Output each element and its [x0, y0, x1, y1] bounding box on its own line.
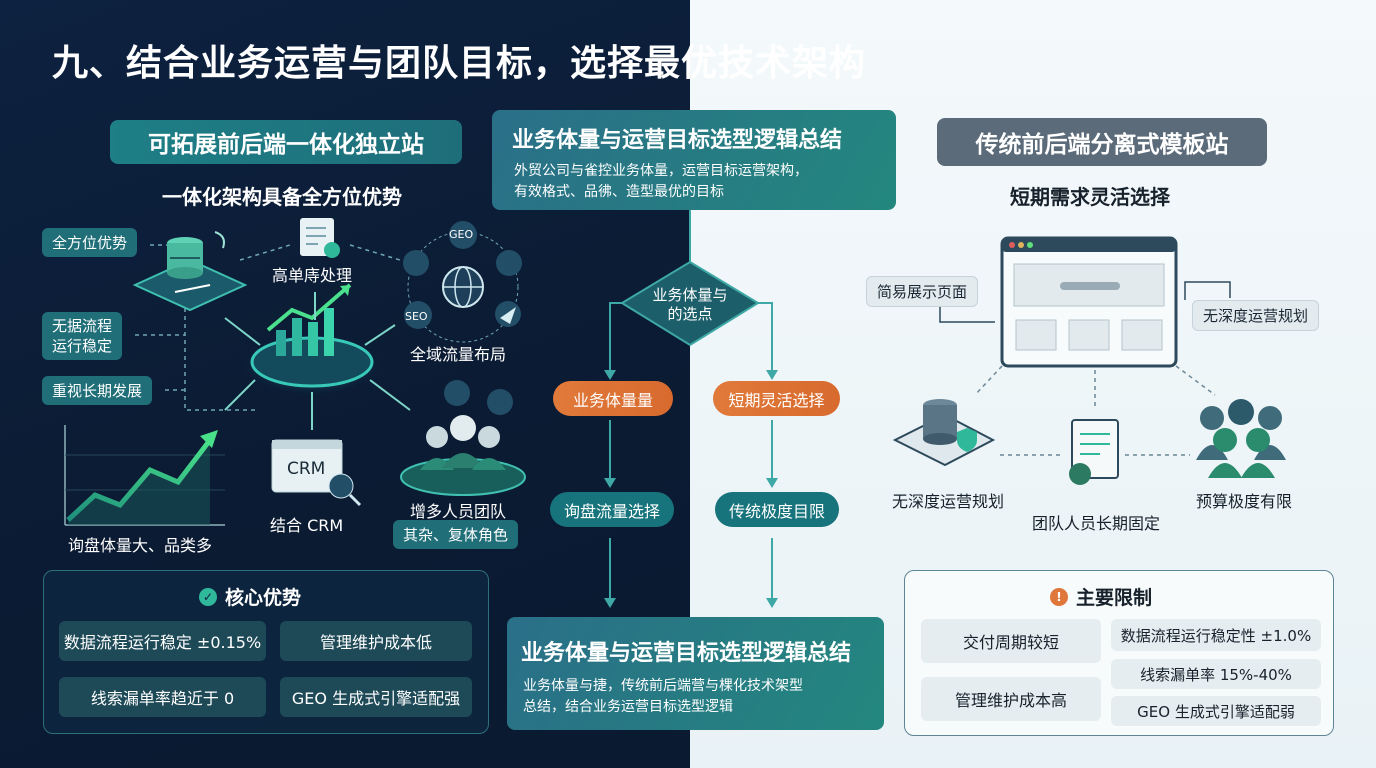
callout-no-plan: 无深度运营规划 [1192, 300, 1320, 331]
flow-arrows [609, 302, 773, 600]
check-circle-icon: ✓ [199, 587, 217, 606]
tag-all-round: 全方位优势 [42, 228, 138, 257]
bottom-summary-text-1: 业务体量与捷，传统前后端营与棵化技术架型 [523, 678, 803, 694]
growth-chart [64, 425, 225, 526]
left-heading: 可拓展前后端一体化独立站 [110, 120, 462, 164]
seo-icon: SEO [405, 310, 428, 323]
database-icon [132, 231, 248, 312]
hub-bars-icon [266, 283, 352, 356]
file-doc-icon [1069, 419, 1119, 485]
tag-long-term: 重视长期发展 [42, 376, 153, 405]
limit-high-cost: 管理维护成本高 [921, 677, 1101, 721]
decision-diamond [620, 260, 760, 347]
top-summary-box: 业务体量与运营目标选型逻辑总结 外贸公司与雀控业务体量，运营目标运营架构， 有效… [492, 110, 896, 210]
hub-arrows [224, 292, 411, 430]
decision-label-line2: 的选点 [667, 305, 713, 323]
core-item-geo: GEO 生成式引擎适配强 [280, 677, 472, 717]
main-limits-header: ! 主要限制 [1050, 583, 1152, 610]
main-limits-panel: ! 主要限制 交付周期较短 数据流程运行稳定性 ±1.0% 线索漏单率 15%-… [904, 570, 1334, 736]
limit-geo: GEO 生成式引擎适配弱 [1111, 696, 1321, 726]
tag-stable-flow-line1: 无据流程 [52, 317, 113, 335]
bottom-summary-text-2: 总结，结合业务运营目标选型逻辑 [523, 699, 733, 715]
core-item-low-cost: 管理维护成本低 [280, 621, 472, 661]
branch-left-1: 业务体量量 [553, 381, 673, 416]
bottom-summary-box: 业务体量与运营目标选型逻辑总结 业务体量与捷，传统前后端营与棵化技术架型 总结，… [507, 617, 884, 730]
label-team: 增多人员团队 [410, 502, 507, 521]
template-browser-icon [1000, 236, 1178, 368]
top-summary-text-2: 有效格式、品彿、造型最优的目标 [514, 184, 724, 200]
page-title: 九、结合业务运营与团队目标，选择最优技术架构 [52, 43, 867, 84]
label-limited-budget: 预算极度有限 [1196, 492, 1293, 511]
core-advantages-panel: ✓ 核心优势 数据流程运行稳定 ±0.15% 管理维护成本低 线索漏单率趋近于 … [43, 570, 489, 734]
label-inquiry-volume: 询盘体量大、品类多 [68, 536, 213, 555]
label-fixed-team: 团队人员长期固定 [1032, 514, 1161, 533]
bottom-summary-title: 业务体量与运营目标选型逻辑总结 [521, 641, 852, 666]
server-shield-icon [892, 399, 996, 467]
decision-label: 业务体量与 的选点 [640, 286, 740, 324]
core-advantages-header: ✓ 核心优势 [199, 583, 301, 610]
crm-window-icon [271, 439, 362, 507]
flow-arrowheads [604, 370, 778, 608]
branch-left-2: 询盘流量选择 [550, 492, 674, 527]
document-check-icon [300, 218, 340, 258]
branch-right-1: 短期灵活选择 [713, 381, 840, 416]
top-summary-title: 业务体量与运营目标选型逻辑总结 [512, 128, 843, 153]
right-dashed-links [974, 365, 1216, 456]
team-people-icon [400, 380, 526, 496]
core-advantages-title: 核心优势 [225, 587, 302, 609]
tag-stable-flow: 无据流程 运行稳定 [42, 312, 123, 360]
right-subheading: 短期需求灵活选择 [1010, 185, 1170, 209]
geo-icon: GEO [449, 228, 474, 241]
core-item-lead-loss: 线索漏单率趋近于 0 [59, 677, 266, 717]
team-group-icon [1196, 399, 1286, 478]
label-order-processing: 高单庤处理 [272, 266, 353, 285]
decision-label-line1: 业务体量与 [652, 286, 728, 304]
warning-icon: ! [1050, 587, 1068, 606]
traffic-globe-icon [403, 221, 522, 343]
label-crm: 结合 CRM [270, 516, 344, 535]
top-summary-text-1: 外贸公司与雀控业务体量，运营目标运营架构， [514, 163, 808, 179]
tag-stable-flow-line2: 运行稳定 [52, 337, 113, 355]
main-limits-title: 主要限制 [1076, 587, 1153, 609]
core-item-stability: 数据流程运行稳定 ±0.15% [59, 621, 266, 661]
limit-lead-loss: 线索漏单率 15%-40% [1111, 659, 1321, 689]
label-team-roles: 其杂、复体角色 [393, 520, 519, 549]
right-heading: 传统前后端分离式模板站 [937, 118, 1267, 166]
branch-right-2: 传统极度目限 [715, 492, 839, 527]
label-traffic-layout: 全域流量布局 [410, 345, 507, 364]
limit-stability: 数据流程运行稳定性 ±1.0% [1111, 619, 1321, 651]
callout-simple-page: 简易展示页面 [866, 276, 979, 307]
label-no-deep-ops: 无深度运营规划 [892, 492, 1005, 511]
crm-icon: CRM [287, 459, 326, 479]
left-subheading: 一体化架构具备全方位优势 [162, 185, 402, 209]
limit-short-cycle: 交付周期较短 [921, 619, 1101, 663]
right-callout-lines [939, 281, 1231, 323]
